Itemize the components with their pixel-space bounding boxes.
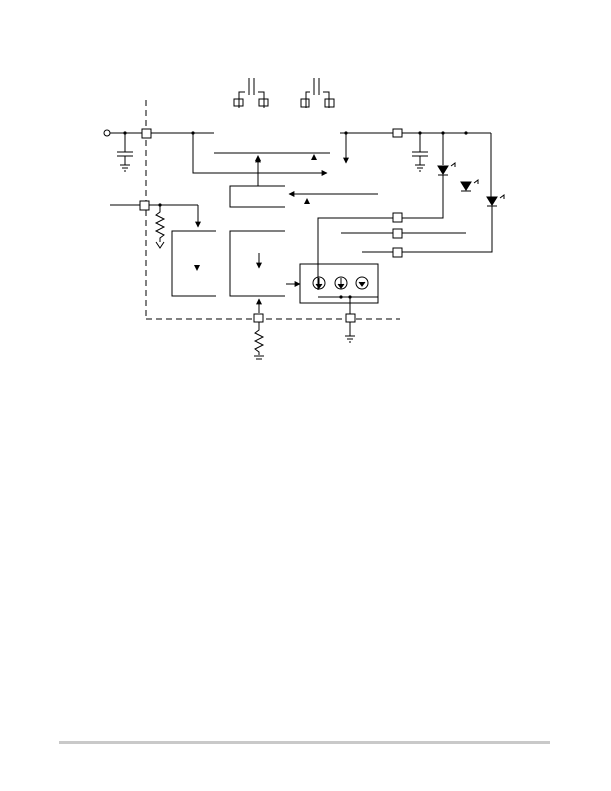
junction-dot — [339, 295, 343, 299]
arrowhead-down — [194, 265, 200, 271]
led1-line — [317, 175, 444, 290]
ground-symbol — [120, 164, 130, 172]
led1-pin-pad — [392, 212, 403, 223]
arrowhead-up — [311, 154, 317, 160]
junction-dot — [348, 295, 352, 299]
set-pin-pad — [139, 200, 150, 211]
led-2 — [460, 179, 479, 192]
ic-boundary-dashed — [145, 100, 400, 320]
external-capacitor-left — [233, 78, 269, 108]
led3-pin-pad — [392, 247, 403, 258]
input-terminal — [103, 129, 111, 137]
arrowhead-up — [255, 155, 261, 161]
current-sink-block — [299, 263, 379, 304]
lower-left-block-outline — [171, 230, 216, 297]
junction-dot — [123, 131, 127, 135]
external-capacitor-right — [300, 78, 335, 108]
iset-pin-pad — [253, 313, 264, 323]
output-capacitor — [412, 133, 428, 172]
arrowhead-up — [304, 198, 310, 204]
output-pin-pad — [392, 128, 403, 138]
input-branch-line — [192, 133, 328, 176]
led-3 — [486, 194, 505, 207]
junction-dot — [158, 203, 162, 207]
footer-rule — [59, 741, 550, 744]
current-source-2 — [334, 276, 348, 290]
led2-pin-pad — [392, 228, 403, 239]
junction-dot — [418, 131, 422, 135]
junction-dot — [344, 131, 348, 135]
input-pin-pad — [141, 128, 152, 139]
junction-dot — [191, 131, 195, 135]
lower-right-block-outline — [229, 230, 285, 297]
set-resistor — [154, 205, 166, 249]
current-source-1 — [312, 276, 326, 290]
led-1 — [437, 162, 456, 176]
junction-dot — [464, 131, 468, 135]
ground-pin-symbol — [345, 335, 355, 343]
junction-dot — [441, 131, 445, 135]
current-source-3 — [355, 276, 369, 290]
iset-resistor — [253, 326, 265, 360]
control-block-outline — [229, 185, 285, 208]
input-capacitor — [117, 133, 133, 165]
led3-line — [362, 204, 493, 253]
ground-pin-pad — [345, 313, 356, 323]
